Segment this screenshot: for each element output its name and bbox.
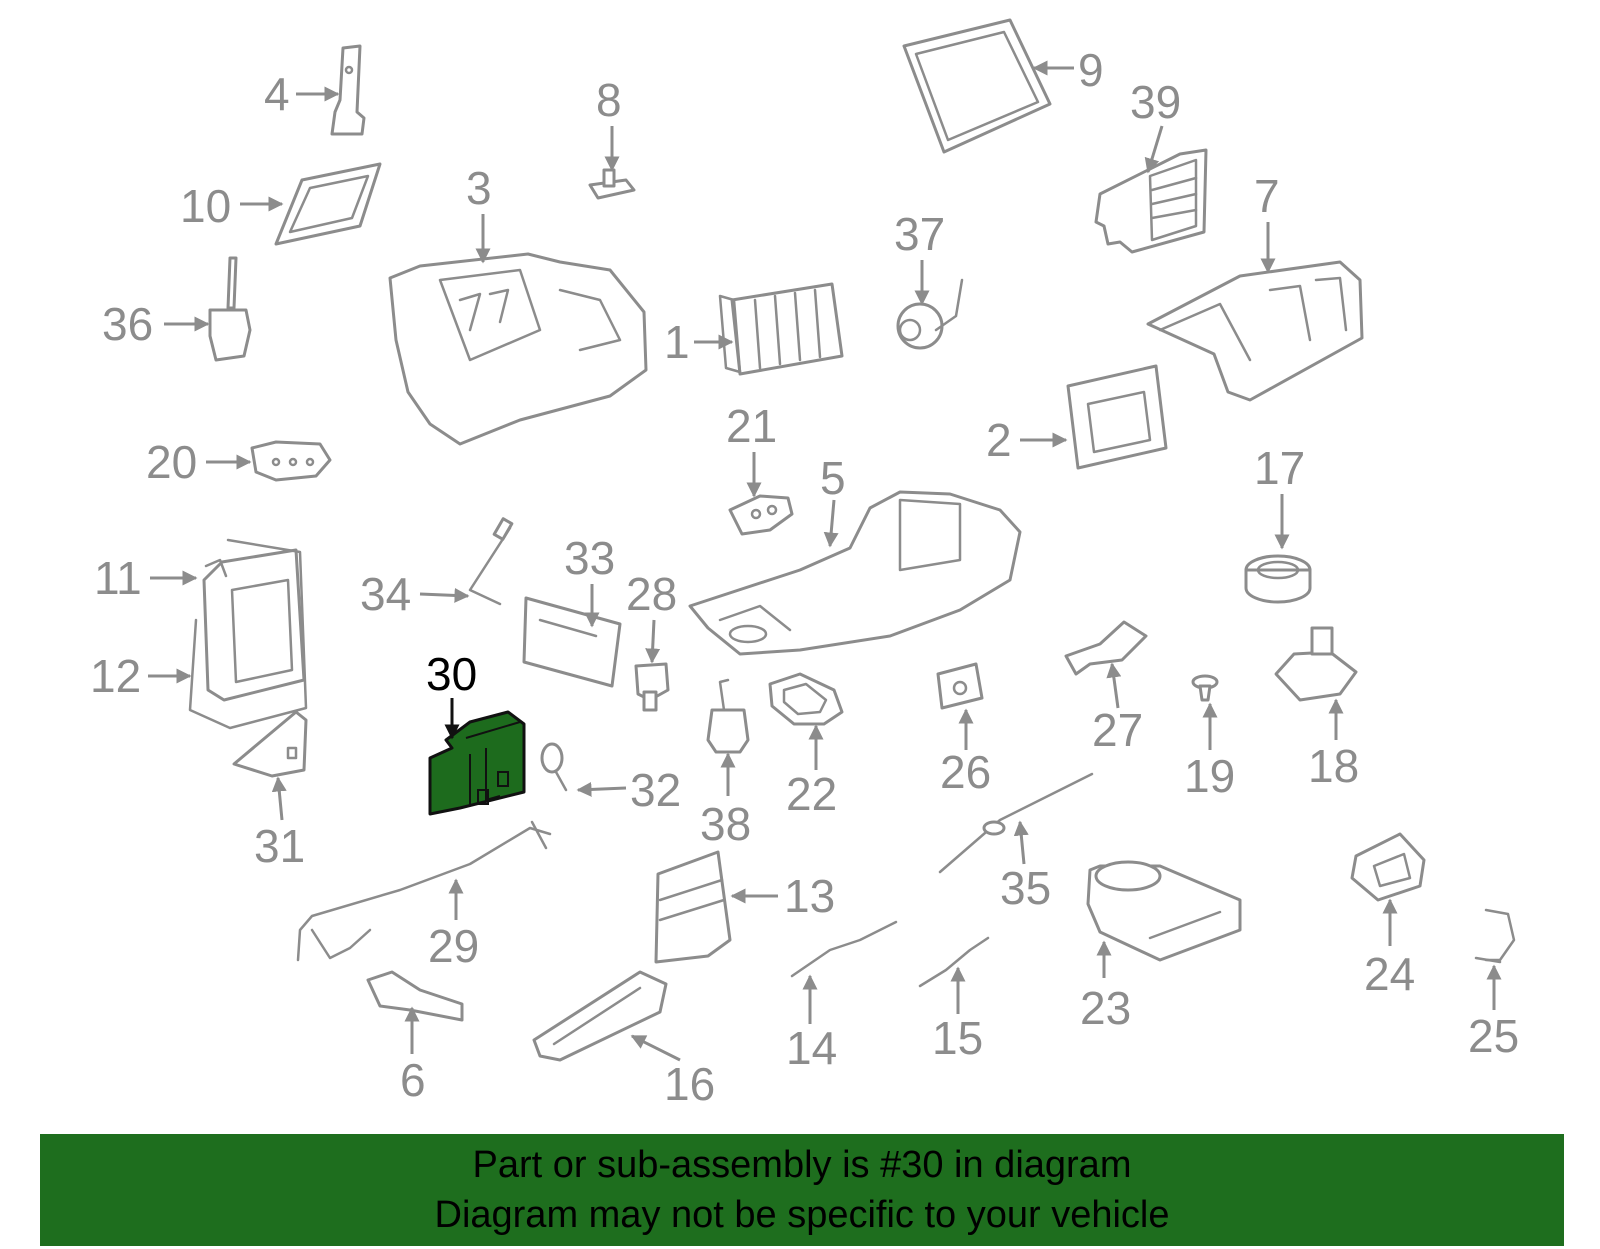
callout-9: 9 [1078,44,1104,96]
part-21-seal [728,494,794,536]
part-39-grille [1094,148,1208,254]
callout-8: 8 [596,74,622,126]
part-9-filter [902,18,1052,154]
callout-29: 29 [428,920,479,972]
callout-31: 31 [254,820,305,872]
part-30-module-highlighted [428,710,526,816]
part-8-clip [588,168,636,200]
banner-line-2: Diagram may not be specific to your vehi… [434,1194,1170,1236]
callout-33: 33 [564,532,615,584]
part-32-connector [540,742,568,792]
callout-23: 23 [1080,982,1131,1034]
callout-1: 1 [664,316,690,368]
part-22-gasket [768,672,844,726]
callout-3: 3 [466,162,492,214]
callout-19: 19 [1184,750,1235,802]
part-5-lower-case [688,490,1022,656]
callout-35: 35 [1000,862,1051,914]
part-16-panel [532,970,668,1062]
part-2-door [1066,364,1168,470]
callout-6: 6 [400,1054,426,1106]
callout-37: 37 [894,208,945,260]
callout-22: 22 [786,768,837,820]
part-26-clip [936,662,984,710]
part-31-bracket [232,710,308,778]
part-23-duct [1086,860,1242,962]
callout-18: 18 [1308,740,1359,792]
callout-10: 10 [180,180,231,232]
part-33-module [522,596,622,688]
callout-25: 25 [1468,1010,1519,1062]
part-36-sensor [208,256,252,362]
part-17-wheel [1244,554,1312,604]
callout-7: 7 [1254,170,1280,222]
part-27-bracket [1064,620,1148,676]
part-37-actuator [896,278,964,350]
part-13-module [654,850,732,964]
part-6-bracket [366,970,464,1022]
callout-36: 36 [102,298,153,350]
leader-lines [148,60,1502,1062]
callout-27: 27 [1092,704,1143,756]
callout-38: 38 [700,798,751,850]
part-38-sensor [706,678,750,754]
part-29-harness [296,820,552,962]
callout-28: 28 [626,568,677,620]
callout-21: 21 [726,400,777,452]
part-14-line [790,920,898,978]
callout-30: 30 [426,648,477,700]
callout-17: 17 [1254,442,1305,494]
callout-2: 2 [986,414,1012,466]
part-10-filter [274,162,382,246]
banner-line-1: Part or sub-assembly is #30 in diagram [472,1144,1132,1186]
part-28-sensor [634,662,670,712]
callout-4: 4 [264,68,290,120]
callout-16: 16 [664,1058,715,1110]
part-25-bracket [1474,908,1516,964]
part-4-bracket [330,44,366,136]
part-34-cable [468,517,514,606]
part-35-cable [938,772,1094,874]
part-7-duct [1146,260,1364,402]
callout-39: 39 [1130,76,1181,128]
callout-labels: 4 8 9 39 10 3 7 37 36 1 2 20 21 5 17 11 … [90,44,1519,1110]
callout-13: 13 [784,870,835,922]
part-18-motor [1274,626,1358,702]
callout-12: 12 [90,650,141,702]
callout-32: 32 [630,764,681,816]
callout-26: 26 [940,746,991,798]
part-19-pin [1191,674,1219,702]
callout-5: 5 [820,452,846,504]
callout-11: 11 [94,552,142,604]
part-11-12-heater-core [188,538,308,730]
part-20-seal [250,440,332,482]
part-3-case [388,252,648,446]
part-24-housing [1350,832,1426,902]
callout-24: 24 [1364,948,1415,1000]
callout-14: 14 [786,1022,837,1074]
part-15-line [918,936,990,988]
callout-34: 34 [360,568,411,620]
callout-20: 20 [146,436,197,488]
part-1-evaporator [718,282,844,376]
info-banner: Part or sub-assembly is #30 in diagram D… [40,1134,1564,1246]
callout-15: 15 [932,1012,983,1064]
